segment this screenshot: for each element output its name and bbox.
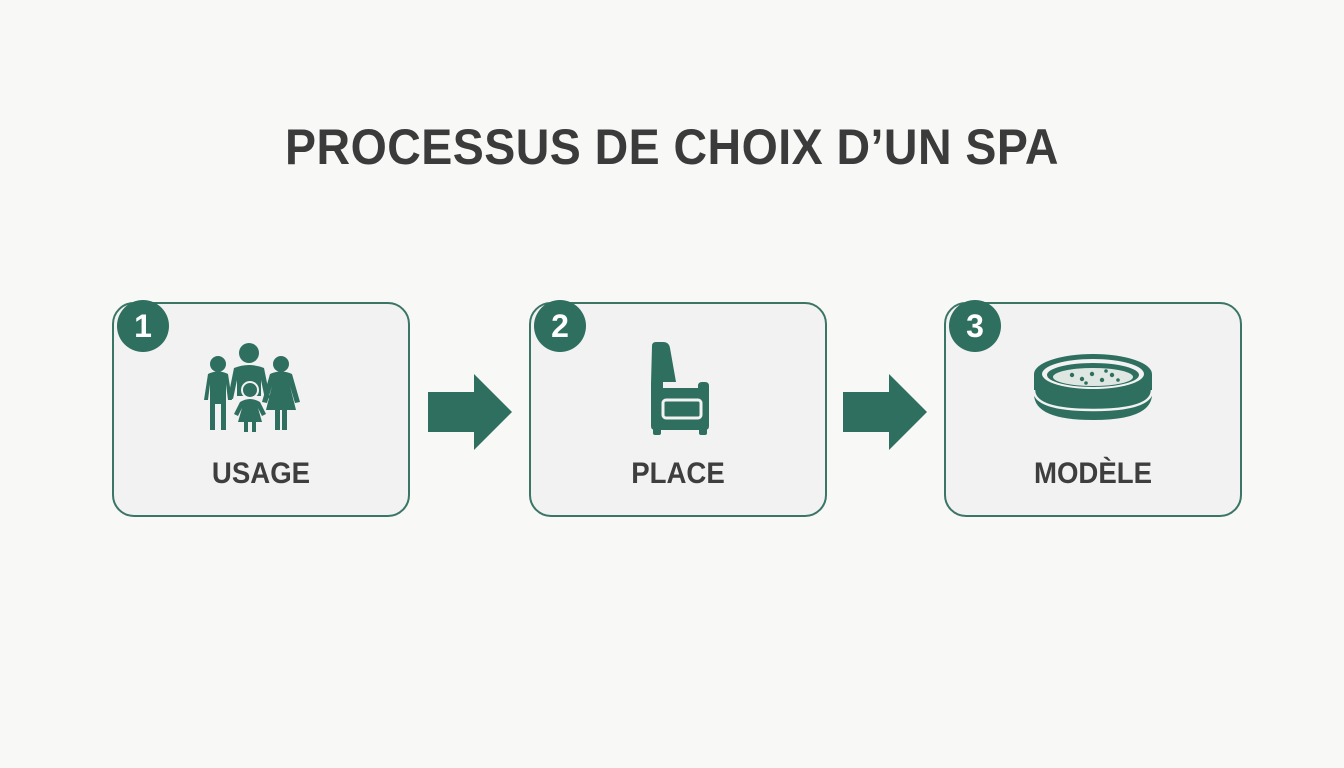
step-number-badge: 2 [534, 300, 586, 352]
step-label: MODÈLE [1033, 457, 1153, 490]
arrow-right-icon [428, 374, 514, 450]
arrow-right-icon [843, 374, 929, 450]
spa-tub-icon [1028, 340, 1158, 436]
page-title: PROCESSUS DE CHOIX D’UN SPA [285, 119, 1059, 175]
step-label: USAGE [211, 457, 311, 490]
step-card-modele: 3 MODÈLE [944, 300, 1242, 517]
armchair-icon [613, 340, 743, 436]
step-label: PLACE [631, 457, 725, 490]
step-card-place: 2 PLACE [529, 300, 827, 517]
step-card-usage: 1 USAGE [112, 300, 410, 517]
step-number-badge: 1 [117, 300, 169, 352]
step-number-badge: 3 [949, 300, 1001, 352]
family-icon [196, 340, 326, 436]
